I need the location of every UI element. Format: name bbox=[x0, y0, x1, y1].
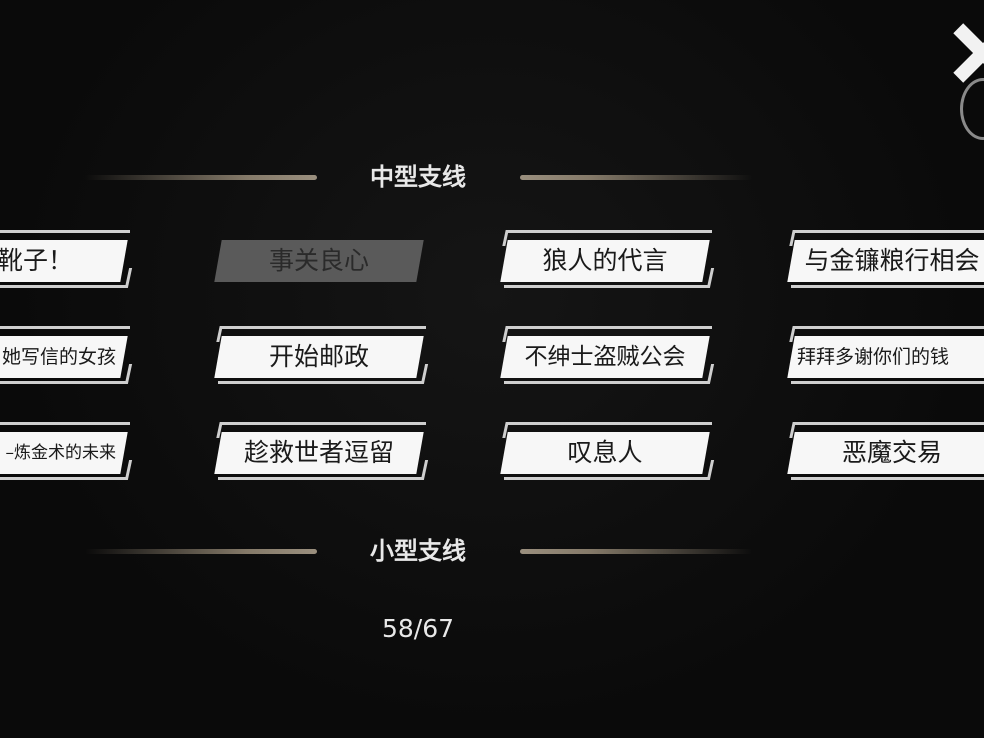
quest-card[interactable]: ！靴子！ bbox=[0, 230, 134, 292]
quest-label: 不绅士盗贼公会 bbox=[524, 344, 686, 370]
quest-label: 趁救世者逗留 bbox=[243, 438, 394, 467]
progress-count: 58/67 bbox=[381, 614, 455, 643]
divider bbox=[85, 175, 317, 180]
quest-label: 恶魔交易 bbox=[841, 438, 942, 467]
medium-quests-header: 中型支线 bbox=[0, 162, 984, 192]
quest-card[interactable]: 不绅士盗贼公会 bbox=[498, 326, 716, 388]
quest-label: 开始邮政 bbox=[268, 342, 369, 371]
quest-card[interactable]: 拜拜多谢你们的钱 bbox=[785, 326, 984, 388]
section-title-medium: 中型支线 bbox=[370, 163, 466, 191]
quest-card[interactable]: 趁救世者逗留 bbox=[212, 422, 430, 484]
quest-label: 叹息人 bbox=[567, 438, 643, 467]
quest-card[interactable]: 与金镰粮行相会 bbox=[785, 230, 984, 292]
quest-card[interactable]: 狼人的代言 bbox=[498, 230, 716, 292]
quest-label: 狼人的代言 bbox=[542, 246, 668, 275]
divider bbox=[520, 175, 752, 180]
quest-card[interactable]: 恶魔交易 bbox=[785, 422, 984, 484]
quest-label: 与金镰粮行相会 bbox=[804, 246, 980, 275]
quest-label: 事关良心 bbox=[268, 246, 369, 275]
quest-label: 拜拜多谢你们的钱 bbox=[797, 346, 950, 368]
quest-label: –炼金术的未来 bbox=[5, 443, 117, 463]
quest-card[interactable]: –炼金术的未来 bbox=[0, 422, 134, 484]
quest-card[interactable]: 她写信的女孩 bbox=[0, 326, 134, 388]
divider bbox=[520, 549, 752, 554]
section-title-small: 小型支线 bbox=[370, 537, 466, 565]
small-quests-header: 小型支线 bbox=[0, 536, 984, 566]
divider bbox=[85, 549, 317, 554]
quest-card[interactable]: 叹息人 bbox=[498, 422, 716, 484]
quest-label: ！靴子！ bbox=[0, 246, 73, 275]
quest-card[interactable]: 开始邮政 bbox=[212, 326, 430, 388]
quest-label: 她写信的女孩 bbox=[1, 346, 116, 368]
quest-card-selected[interactable]: 事关良心 bbox=[212, 230, 430, 292]
